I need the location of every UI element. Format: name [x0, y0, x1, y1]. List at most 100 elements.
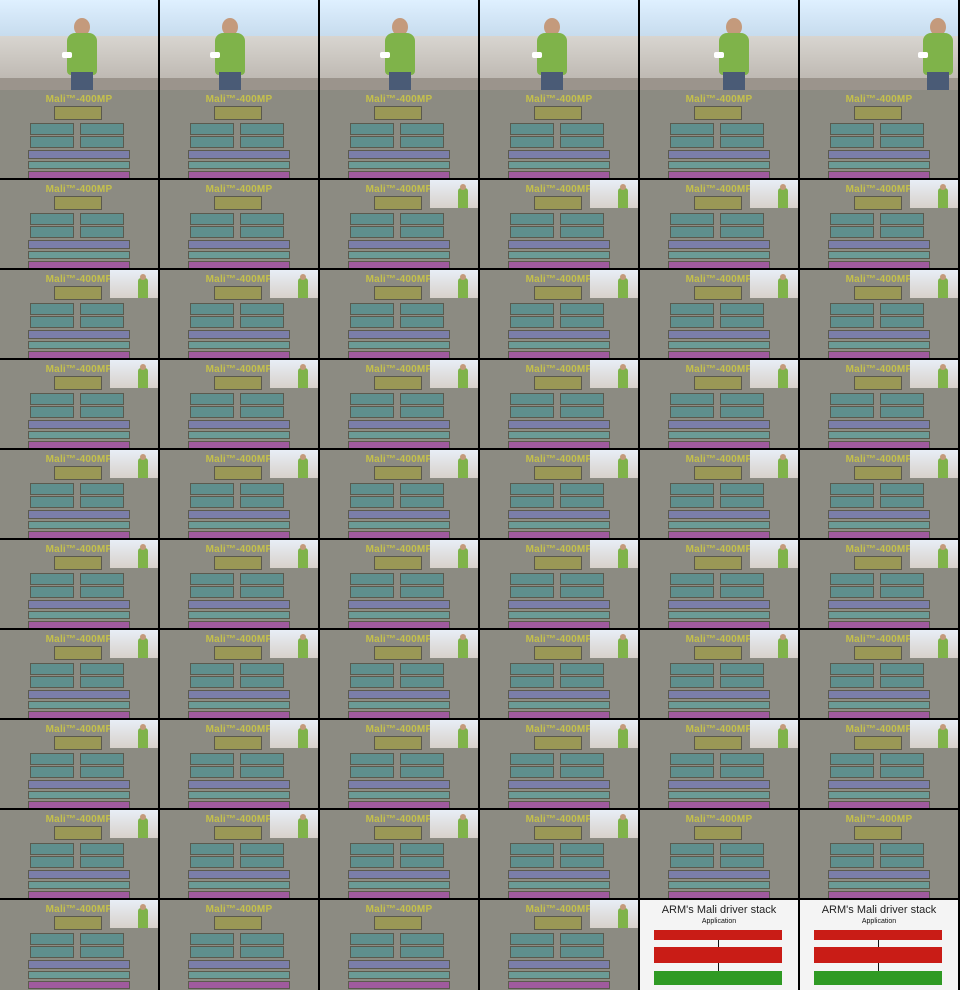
fragment-processor-block: [240, 946, 284, 958]
fragment-processor-block: [510, 303, 554, 315]
fragment-processor-block: [830, 406, 874, 418]
l2-cache-block: [28, 161, 130, 169]
fragment-processor-block: [190, 753, 234, 765]
l2-cache-block: [348, 611, 450, 619]
mmu-block: [508, 510, 610, 519]
axi-interface-block: [668, 531, 770, 538]
fragment-processor-block: [880, 303, 924, 315]
fragment-processor-block: [30, 303, 74, 315]
mmu-block: [28, 960, 130, 969]
fragment-processor-block: [400, 766, 444, 778]
mmu-block: [188, 330, 290, 339]
mali-slide: Mali™-400MP: [480, 180, 638, 268]
inset-presenter-head: [300, 454, 306, 460]
slide-title: Mali™-400MP: [45, 904, 113, 915]
slide-title: Mali™-400MP: [685, 544, 753, 555]
fragment-processor-block: [880, 573, 924, 585]
fragment-processor-block: [80, 393, 124, 405]
fragment-processor-block: [560, 573, 604, 585]
fragment-processor-block: [880, 226, 924, 238]
fragment-processor-block: [510, 213, 554, 225]
vertex-processor-block: [214, 376, 262, 390]
presenter: [714, 18, 754, 90]
fragment-processor-block: [350, 123, 394, 135]
fragment-processor-block: [560, 406, 604, 418]
slide-title: Mali™-400MP: [45, 724, 113, 735]
mmu-block: [28, 240, 130, 249]
slide-title: Mali™-400MP: [525, 634, 593, 645]
inset-presenter-head: [460, 724, 466, 730]
inset-presenter-head: [140, 454, 146, 460]
mmu-block: [668, 240, 770, 249]
l2-cache-block: [188, 431, 290, 439]
mmu-block: [348, 600, 450, 609]
l2-cache-block: [188, 881, 290, 889]
axi-interface-block: [188, 261, 290, 268]
fragment-processor-block: [560, 753, 604, 765]
inset-presenter: [618, 368, 628, 388]
mmu-block: [348, 420, 450, 429]
inset-presenter-head: [300, 634, 306, 640]
fragment-processor-block: [350, 483, 394, 495]
fragment-processor-block: [350, 226, 394, 238]
l2-cache-block: [668, 431, 770, 439]
inset-presenter-head: [140, 814, 146, 820]
slide-title: Mali™-400MP: [45, 814, 113, 825]
presenter-inset: [430, 720, 478, 748]
mali-slide: Mali™-400MP: [480, 540, 638, 628]
mali-slide: Mali™-400MP: [640, 180, 798, 268]
mali-slide: Mali™-400MP: [160, 90, 318, 178]
slide-title: Mali™-400MP: [365, 814, 433, 825]
fragment-processor-block: [830, 483, 874, 495]
l2-cache-block: [28, 971, 130, 979]
inset-presenter-head: [940, 454, 946, 460]
l2-cache-block: [828, 341, 930, 349]
fragment-processor-block: [190, 213, 234, 225]
axi-interface-block: [348, 171, 450, 178]
l2-cache-block: [348, 251, 450, 259]
fragment-processor-block: [880, 496, 924, 508]
fragment-processor-block: [350, 393, 394, 405]
fragment-processor-block: [240, 226, 284, 238]
inset-presenter-head: [140, 904, 146, 910]
fragment-processor-block: [400, 226, 444, 238]
inset-presenter-head: [940, 364, 946, 370]
slide-title: Mali™-400MP: [205, 94, 273, 105]
fragment-processor-block: [350, 946, 394, 958]
fragment-processor-block: [830, 123, 874, 135]
notes-paper: [714, 52, 724, 58]
fragment-processor-block: [720, 856, 764, 868]
fragment-processor-block: [830, 136, 874, 148]
mmu-block: [828, 510, 930, 519]
fragment-processor-block: [190, 316, 234, 328]
mmu-block: [28, 420, 130, 429]
slide-title: Mali™-400MP: [845, 274, 913, 285]
axi-interface-block: [188, 801, 290, 808]
fragment-processor-block: [240, 856, 284, 868]
fragment-processor-block: [400, 573, 444, 585]
axi-interface-block: [828, 891, 930, 898]
inset-presenter: [458, 638, 468, 658]
fragment-processor-block: [560, 843, 604, 855]
fragment-processor-block: [350, 316, 394, 328]
slide-title: Mali™-400MP: [685, 364, 753, 375]
axi-interface-block: [508, 261, 610, 268]
inset-presenter-head: [620, 184, 626, 190]
mmu-block: [348, 960, 450, 969]
fragment-processor-block: [670, 676, 714, 688]
fragment-processor-block: [510, 136, 554, 148]
slide-title: Mali™-400MP: [525, 364, 593, 375]
fragment-processor-block: [80, 496, 124, 508]
mmu-block: [668, 600, 770, 609]
presenter-inset: [590, 630, 638, 658]
fragment-processor-block: [80, 316, 124, 328]
mmu-block: [668, 690, 770, 699]
slide-title: Mali™-400MP: [45, 634, 113, 645]
userspace-drivers-bar: [654, 930, 782, 940]
mmu-block: [348, 780, 450, 789]
mali-slide: Mali™-400MP: [0, 270, 158, 358]
arrow-line: [878, 963, 879, 971]
fragment-processor-block: [400, 136, 444, 148]
inset-presenter: [938, 458, 948, 478]
mali-slide: Mali™-400MP: [0, 810, 158, 898]
